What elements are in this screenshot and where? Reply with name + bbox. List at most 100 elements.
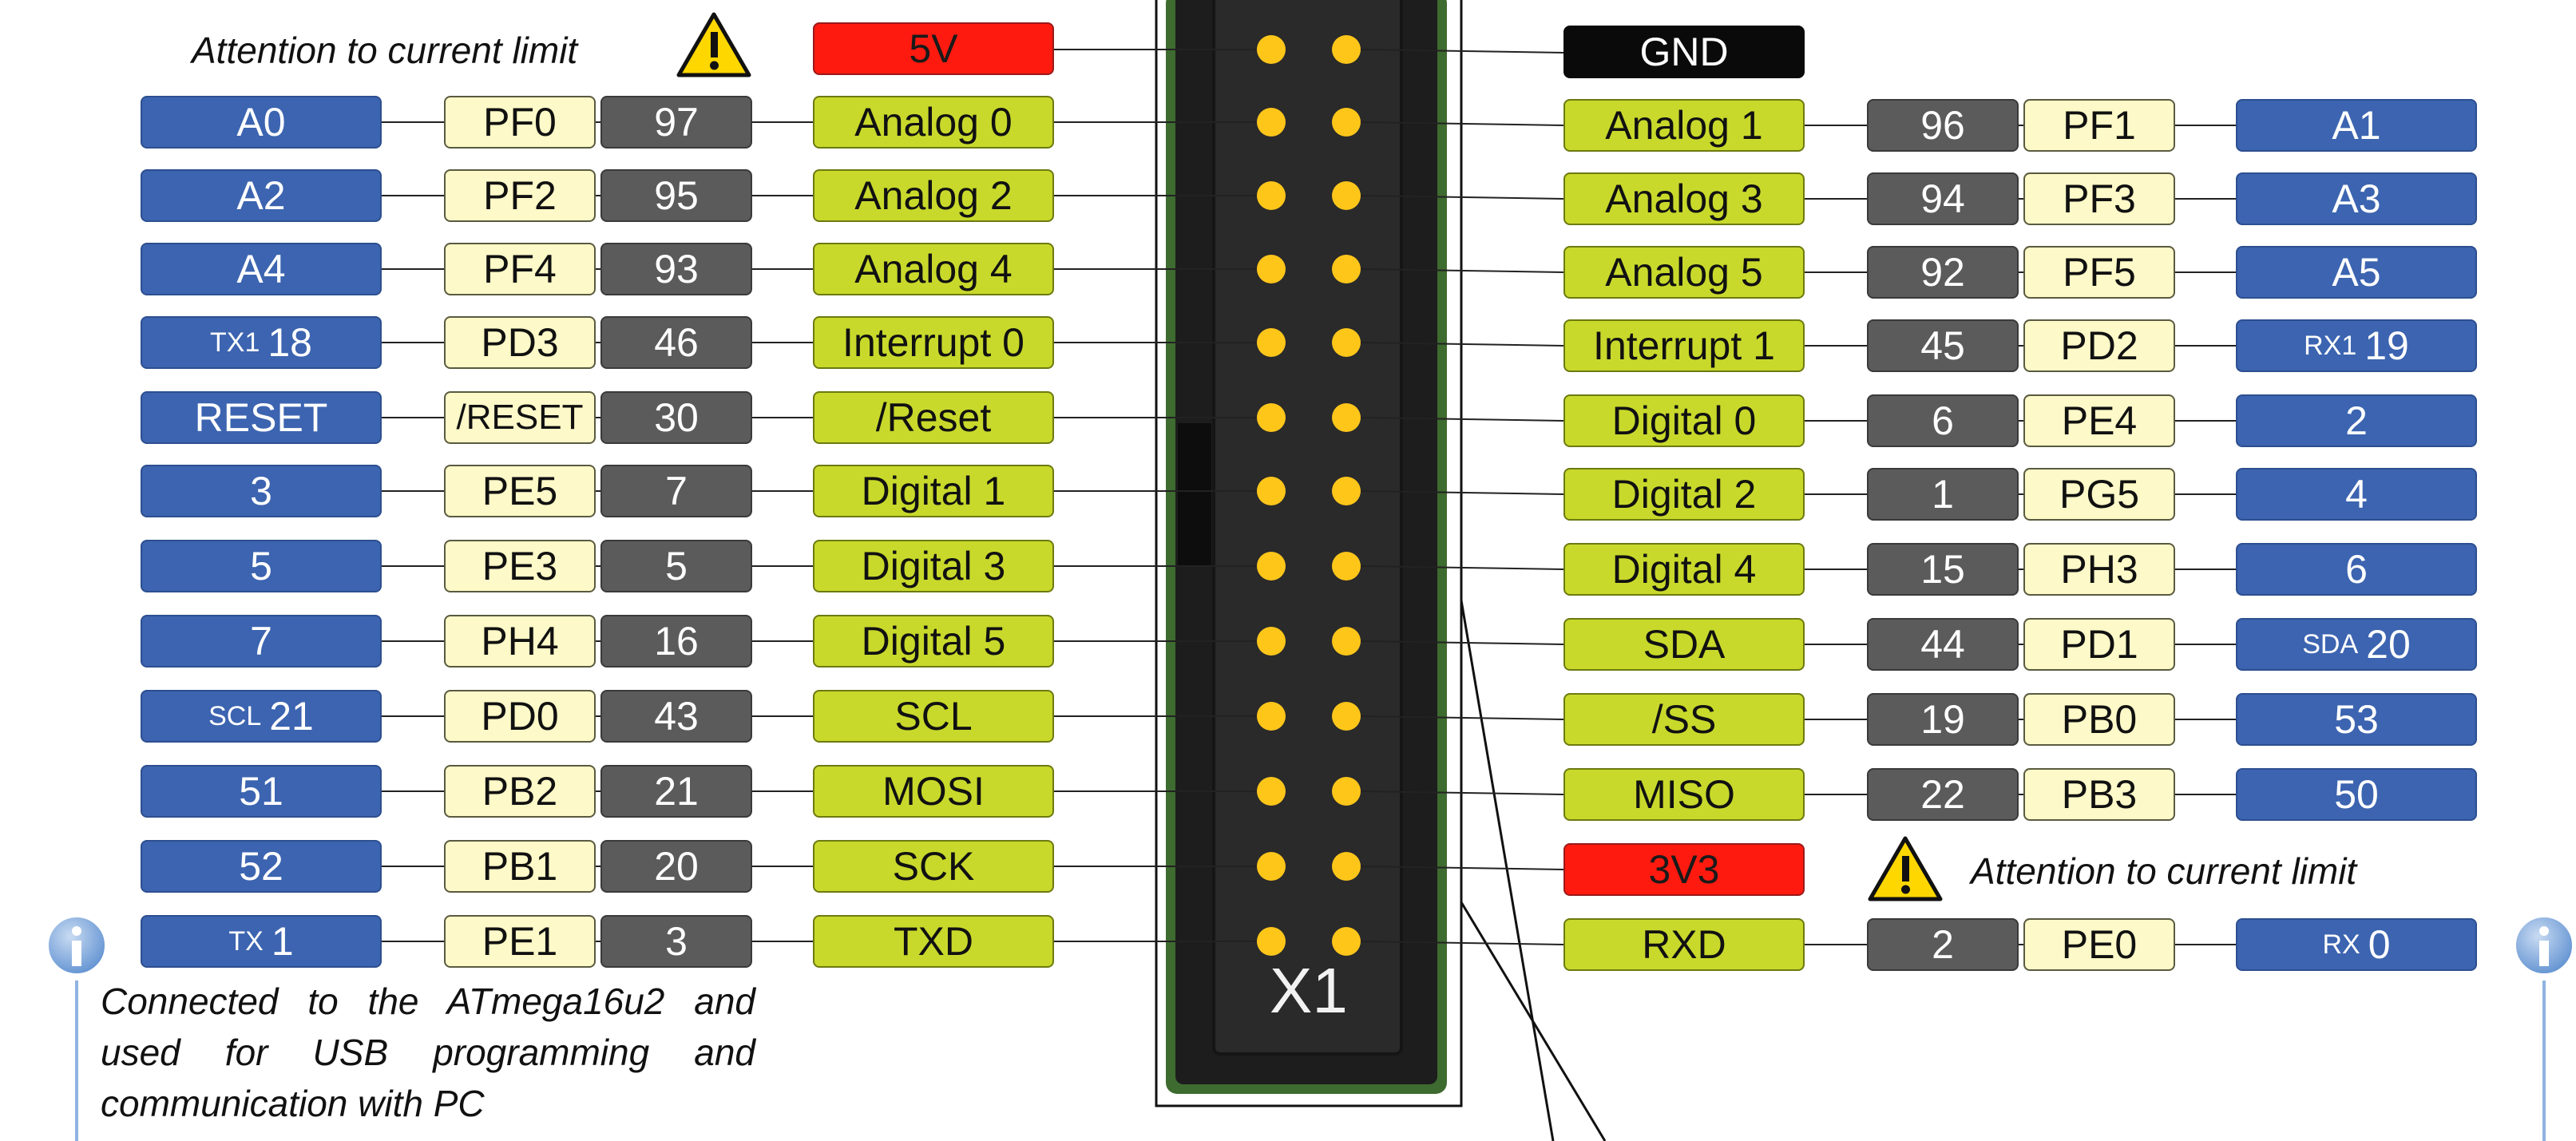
header-pin — [1257, 181, 1286, 210]
pin-value: 20 — [2366, 622, 2411, 667]
leader-line — [1360, 49, 1564, 53]
header-pin — [1257, 35, 1286, 64]
pin-number-right: 45 — [1867, 319, 2019, 372]
function-right: Analog 1 — [1563, 99, 1805, 152]
header-pin — [1257, 552, 1286, 580]
header-pin — [1332, 927, 1361, 956]
pin-number-left: 3 — [600, 915, 752, 968]
port-right: PH3 — [2023, 543, 2175, 596]
header-pin — [1332, 627, 1361, 656]
arduino-pin-right: A1 — [2236, 99, 2477, 152]
info-icon — [44, 913, 109, 978]
leader-line — [1360, 790, 1564, 795]
header-pin — [1332, 328, 1361, 357]
arduino-pin-right: 4 — [2236, 468, 2477, 521]
function-left: Interrupt 0 — [813, 316, 1054, 369]
function-left: Digital 1 — [813, 465, 1054, 517]
header-pin — [1332, 181, 1361, 210]
function-right: MISO — [1563, 768, 1805, 821]
pin-number-left: 30 — [600, 391, 752, 444]
leader-lines — [382, 49, 2236, 945]
arduino-pin-left: RESET — [141, 391, 382, 444]
function-left: SCK — [813, 840, 1054, 893]
pin-number-right: 44 — [1867, 618, 2019, 671]
pin-number-left: 97 — [600, 96, 752, 149]
pin-number-right: 22 — [1867, 768, 2019, 821]
function-right: SDA — [1563, 618, 1805, 671]
port-right: PE4 — [2023, 394, 2175, 447]
header-pin — [1257, 852, 1286, 881]
header-pin — [1332, 777, 1361, 806]
function-right: Digital 4 — [1563, 543, 1805, 596]
port-left: /RESET — [444, 391, 596, 444]
port-right: PF1 — [2023, 99, 2175, 152]
header-pin — [1332, 852, 1361, 881]
leader-line — [1360, 565, 1564, 570]
port-right: PB0 — [2023, 693, 2175, 746]
header-pin — [1257, 777, 1286, 806]
pin-number-left: 21 — [600, 765, 752, 818]
header-pin — [1332, 108, 1361, 137]
pin-number-left: 20 — [600, 840, 752, 893]
pin-5v: 5V — [813, 22, 1054, 75]
arduino-pin-right: 53 — [2236, 693, 2477, 746]
warning-text-right: Attention to current limit — [1971, 850, 2357, 892]
header-pin — [1257, 627, 1286, 656]
header-pin — [1332, 477, 1361, 505]
pin-number-right: 96 — [1867, 99, 2019, 152]
port-left: PH4 — [444, 615, 596, 668]
arduino-pin-left: 51 — [141, 765, 382, 818]
function-left: Analog 2 — [813, 169, 1054, 222]
port-right: PG5 — [2023, 468, 2175, 521]
header-well — [1212, 0, 1403, 1056]
function-right: Analog 5 — [1563, 246, 1805, 299]
pin-number-right: 2 — [1867, 918, 2019, 971]
pin-value: 18 — [268, 320, 312, 365]
leader-line — [1360, 866, 1564, 870]
leader-line — [1360, 195, 1564, 200]
pin-value: 0 — [2368, 922, 2391, 967]
function-right: /SS — [1563, 693, 1805, 746]
header-pin — [1257, 255, 1286, 283]
pin-number-left: 93 — [600, 243, 752, 295]
function-left: Digital 5 — [813, 615, 1054, 668]
arduino-pin-left: A0 — [141, 96, 382, 149]
header-key — [1178, 423, 1211, 567]
port-left: PF2 — [444, 169, 596, 222]
pin-alt-prefix: SDA — [2302, 629, 2359, 660]
header-pin — [1257, 108, 1286, 137]
port-right: PE0 — [2023, 918, 2175, 971]
port-left: PE3 — [444, 540, 596, 592]
function-right: Digital 0 — [1563, 394, 1805, 447]
pin-number-left: 43 — [600, 690, 752, 743]
info-icon — [2511, 913, 2576, 978]
function-left: Analog 0 — [813, 96, 1054, 149]
function-right: RXD — [1563, 918, 1805, 971]
pin-value: 19 — [2364, 323, 2409, 368]
leader-line — [1360, 417, 1564, 422]
port-left: PF0 — [444, 96, 596, 149]
arduino-pin-left: 7 — [141, 615, 382, 668]
leader-line — [1360, 640, 1564, 645]
pin-3v3: 3V3 — [1563, 843, 1805, 896]
port-right: PD1 — [2023, 618, 2175, 671]
function-left: TXD — [813, 915, 1054, 968]
header-pin — [1332, 702, 1361, 731]
outline-line — [1460, 600, 1555, 1141]
port-left: PB1 — [444, 840, 596, 893]
pin-gnd: GND — [1563, 26, 1805, 78]
pin-number-left: 16 — [600, 615, 752, 668]
function-right: Analog 3 — [1563, 172, 1805, 225]
port-left: PD3 — [444, 316, 596, 369]
header-pin — [1332, 255, 1361, 283]
pin-alt-prefix: SCL — [208, 701, 262, 731]
header-pin — [1257, 477, 1286, 505]
port-left: PE5 — [444, 465, 596, 517]
warning-icon — [676, 12, 751, 77]
arduino-pin-right: A3 — [2236, 172, 2477, 225]
function-left: Analog 4 — [813, 243, 1054, 295]
header-pin — [1257, 702, 1286, 731]
pin-number-right: 6 — [1867, 394, 2019, 447]
